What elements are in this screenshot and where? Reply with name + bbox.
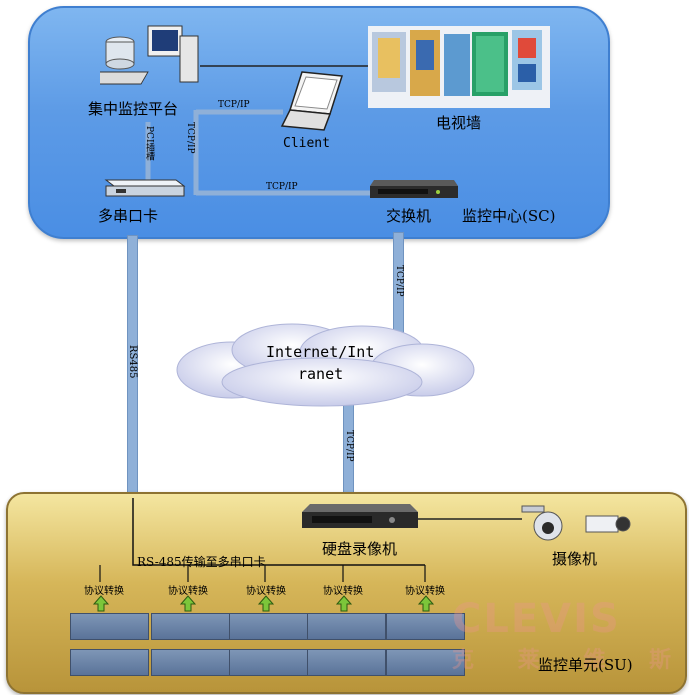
tcpip-label-vertical: TCP/IP [185,122,195,154]
protocol-label-5: 协议转换 [405,586,445,597]
internet-cloud-icon [176,323,475,407]
up-arrow-icon [92,595,110,612]
protocol-label-2: 协议转换 [168,586,208,597]
camera-icon [521,505,631,541]
serial-card-icon [104,179,186,197]
device-cell [151,649,230,676]
serial-card-label: 多串口卡 [98,207,159,225]
up-arrow-icon [417,595,435,612]
device-cell [70,649,149,676]
device-cell [386,649,465,676]
camera-label: 摄像机 [552,550,598,568]
pci-slot-label: PCI插槽 [144,126,154,161]
monitoring-unit-label: 监控单元(SU) [538,656,633,674]
device-cell [229,649,308,676]
laptop-icon [280,71,343,131]
switch-icon [370,180,458,198]
device-cell [307,613,386,640]
switch-label: 交换机 [386,207,432,225]
device-cell [307,649,386,676]
protocol-label-3: 协议转换 [246,586,286,597]
cloud-label-line2: ranet [298,365,344,383]
watermark-logo: CLEVIS [452,596,621,642]
rs485-transfer-label: RS-485传输至多串口卡 [137,555,266,569]
device-cell [386,613,465,640]
up-arrow-icon [257,595,275,612]
tv-wall-label: 电视墙 [436,114,482,132]
device-cell [70,613,149,640]
dvr-icon [302,504,418,528]
device-cell [229,613,308,640]
protocol-label-1: 协议转换 [84,586,124,597]
cloud-label-line1: Internet/Int [266,343,375,361]
up-arrow-icon [335,595,353,612]
protocol-label-4: 协议转换 [323,586,363,597]
rs485-label: RS485 [127,345,138,379]
tcpip-label-down: TCP/IP [344,430,354,462]
client-label: Client [283,136,330,151]
monitoring-center-label: 监控中心(SC) [462,207,556,225]
dvr-label: 硬盘录像机 [322,540,398,558]
platform-label: 集中监控平台 [88,100,179,118]
up-arrow-icon [179,595,197,612]
device-cell [151,613,230,640]
tv-wall-icon [368,26,550,108]
tcpip-label-client: TCP/IP [218,100,250,110]
watermark-sub: 克 莱 维 斯 [452,648,689,673]
tcpip-label-up: TCP/IP [394,265,404,297]
tcpip-label-switch: TCP/IP [266,182,298,192]
server-pc-icon [100,25,199,85]
